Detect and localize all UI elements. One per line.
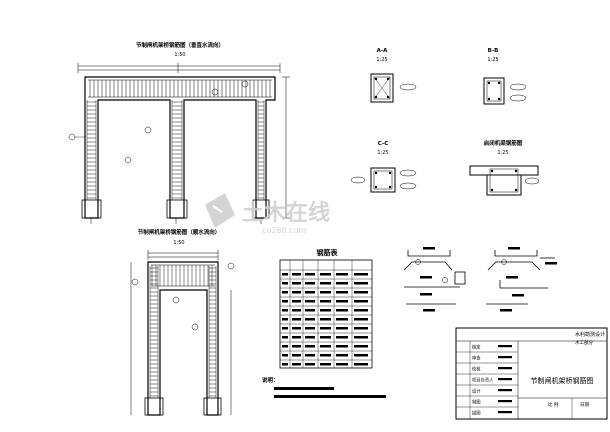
beam-rebar xyxy=(88,79,272,98)
elevation-cross-flow-scale: 1:50 xyxy=(174,52,185,58)
section-b-b-scale: 1:25 xyxy=(487,57,498,63)
rebar-callouts xyxy=(131,262,235,331)
watermark-text: 土木在线 xyxy=(242,200,330,226)
section-c-c: C-C 1:25 xyxy=(350,141,417,193)
section-c-c-title: C-C xyxy=(378,141,388,147)
title-block-row-label: 项目负责人 xyxy=(472,377,494,384)
title-block-row-label: 制图 xyxy=(472,399,481,406)
title-block-row-label: 设计 xyxy=(472,388,481,395)
title-block-company: 水利勘测设计 xyxy=(575,331,605,338)
section-a-a: A-A 1:25 xyxy=(370,48,417,103)
section-a-a-scale: 1:25 xyxy=(376,57,387,63)
title-block-company-sub: 水工部分 xyxy=(575,339,593,346)
frame-outline xyxy=(147,261,219,416)
title-block-date-label: 日期 xyxy=(580,402,589,408)
rebar-table: 钢筋表 xyxy=(279,248,373,369)
title-block-row-label: 描图 xyxy=(472,410,481,417)
elevation-along-flow: 节制闸机架桥钢筋图（顺水流向） 1:50 xyxy=(130,228,235,416)
section-b-b: B-B 1:25 xyxy=(483,48,527,105)
frame-outline xyxy=(84,76,276,219)
elevation-along-flow-scale: 1:50 xyxy=(173,240,184,246)
elevation-along-flow-title: 节制闸机架桥钢筋图（顺水流向） xyxy=(138,228,221,236)
column-stirrups xyxy=(149,265,217,398)
hoist-beam-section-title: 启闭机梁钢筋图 xyxy=(484,139,523,147)
elevation-cross-flow: 节制闸机架桥钢筋图（垂直水流向） 1:50 xyxy=(68,41,290,224)
beam-rebar xyxy=(151,264,215,287)
section-a-a-title: A-A xyxy=(377,48,389,54)
beam-stirrups xyxy=(89,80,271,97)
title-block-row-label: 审查 xyxy=(472,355,481,362)
elevation-cross-flow-title: 节制闸机架桥钢筋图（垂直水流向） xyxy=(136,41,224,49)
watermark-subtext: co188.com xyxy=(262,226,306,235)
rebar-table-title: 钢筋表 xyxy=(317,248,339,257)
column-stirrups xyxy=(86,100,265,200)
title-block-row-label: 校核 xyxy=(472,366,481,373)
watermark: 土木在线 co188.com xyxy=(205,193,330,235)
title-block: 水利勘测设计 水工部分 节制闸机架桥钢筋图 比 例 日期 核定审查校核项目负责人… xyxy=(455,327,608,420)
section-c-c-scale: 1:25 xyxy=(377,150,388,156)
section-b-b-title: B-B xyxy=(488,48,499,54)
title-block-scale-label: 比 例 xyxy=(548,401,559,408)
column-footings xyxy=(81,199,270,224)
rebar-callouts xyxy=(68,80,249,164)
bar-shape-sketches xyxy=(403,250,555,305)
title-block-drawing-title: 节制闸机架桥钢筋图 xyxy=(531,376,594,385)
column-footings xyxy=(144,397,222,416)
hoist-beam-section-scale: 1:25 xyxy=(497,150,508,156)
hoist-beam-section: 启闭机梁钢筋图 1:25 xyxy=(469,139,540,196)
notes: 说明： xyxy=(262,376,386,398)
notes-title: 说明： xyxy=(262,376,279,384)
title-block-row-label: 核定 xyxy=(472,344,481,351)
